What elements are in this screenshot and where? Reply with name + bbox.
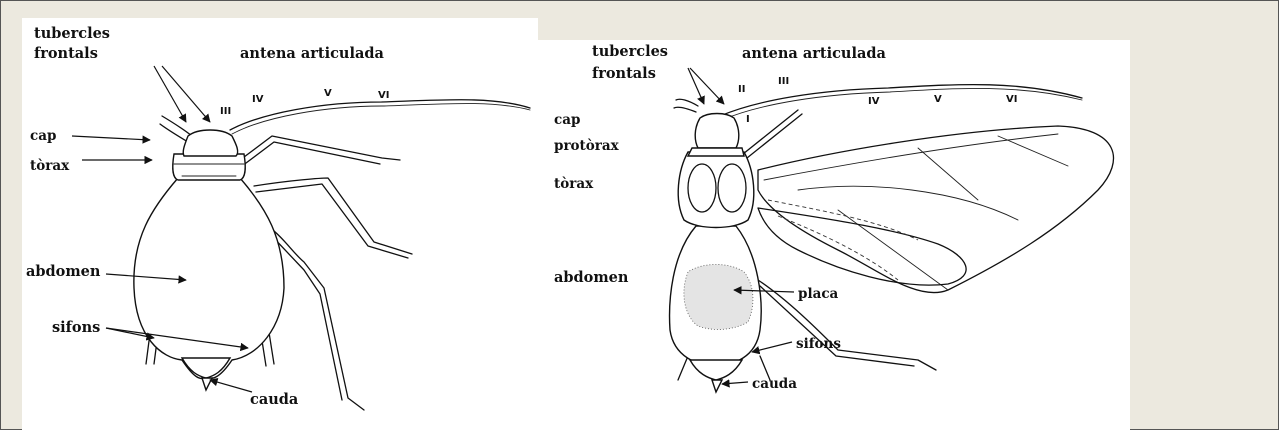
right-segment-vi: VI (1006, 94, 1017, 105)
left-segment-iv: V (324, 88, 332, 99)
winged-aphid-panel: tubercles frontals antena articulada cap… (538, 40, 1130, 430)
left-label-sifons: sifons (52, 319, 100, 336)
right-head-shape (695, 114, 739, 149)
wingless-aphid-diagram: tubercles frontals antena articulada cap… (22, 18, 538, 430)
left-label-cauda: cauda (250, 391, 299, 408)
left-label-antenna: antena articulada (240, 45, 385, 62)
left-label-tubercles: tubercles (34, 25, 110, 42)
right-segment-v: V (934, 94, 942, 105)
right-label-sifons: sifons (796, 336, 841, 352)
right-label-cauda: cauda (752, 376, 797, 392)
left-label-torax: tòrax (30, 158, 70, 174)
left-leg-hind (268, 226, 364, 410)
right-label-antenna: antena articulada (742, 45, 887, 62)
left-label-frontals: frontals (34, 45, 98, 62)
right-label-cap: cap (554, 112, 580, 128)
right-leg-hind (758, 280, 936, 370)
right-label-protorax: protòrax (554, 138, 620, 154)
left-segment-ii: III (220, 106, 231, 117)
right-label-abdomen: abdomen (554, 269, 629, 286)
right-antenna (720, 85, 1082, 116)
wingless-aphid-panel: tubercles frontals antena articulada cap… (22, 18, 538, 430)
left-antenna-left (162, 116, 192, 136)
right-dorsal-plate (684, 265, 753, 330)
right-segment-i: I (746, 114, 750, 125)
right-label-torax: tòrax (554, 176, 594, 192)
left-segment-v: VI (378, 90, 389, 101)
right-segment-iv: IV (868, 96, 880, 107)
left-segment-iii: IV (252, 94, 264, 105)
right-hindwing (758, 208, 966, 285)
right-label-frontals: frontals (592, 65, 656, 82)
right-segment-ii: II (738, 84, 745, 95)
winged-aphid-diagram: tubercles frontals antena articulada cap… (538, 40, 1130, 430)
left-head-shape (183, 130, 237, 156)
right-segment-iii: III (778, 76, 789, 87)
right-label-tubercles: tubercles (592, 43, 668, 60)
right-label-placa: placa (798, 286, 839, 302)
right-forewing (758, 126, 1113, 293)
left-label-cap: cap (30, 128, 56, 144)
left-label-abdomen: abdomen (26, 263, 101, 280)
